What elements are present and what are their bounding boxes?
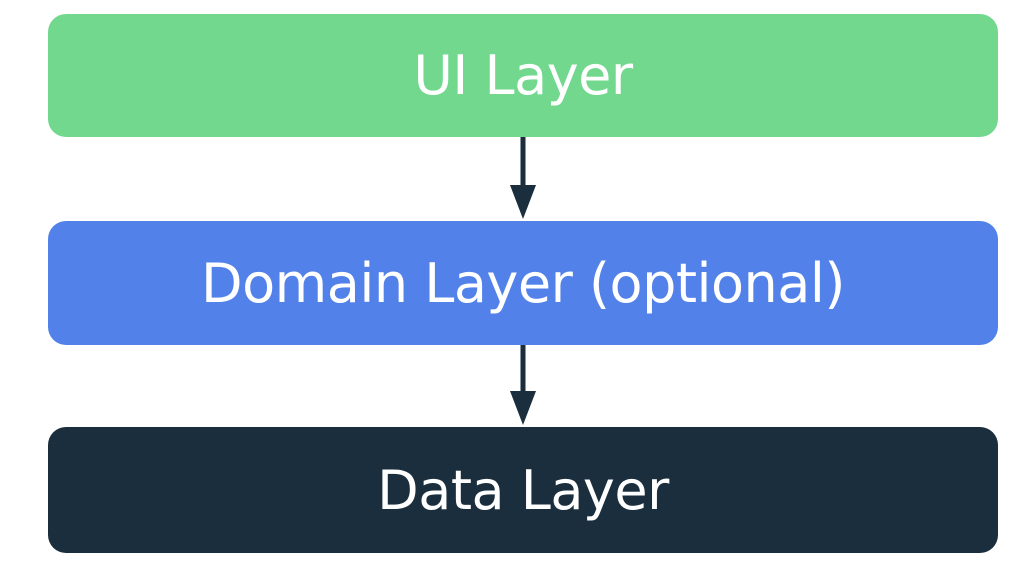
ui-layer-label: UI Layer (413, 44, 633, 107)
data-layer-box: Data Layer (48, 427, 998, 553)
arrow-ui-to-domain (510, 137, 536, 221)
arrow-down-icon (510, 345, 536, 425)
data-layer-label: Data Layer (377, 458, 669, 522)
ui-layer-box: UI Layer (48, 14, 998, 137)
domain-layer-box: Domain Layer (optional) (48, 221, 998, 345)
arrow-down-icon (510, 137, 536, 219)
domain-layer-label: Domain Layer (optional) (201, 251, 845, 315)
arrow-domain-to-data (510, 345, 536, 427)
